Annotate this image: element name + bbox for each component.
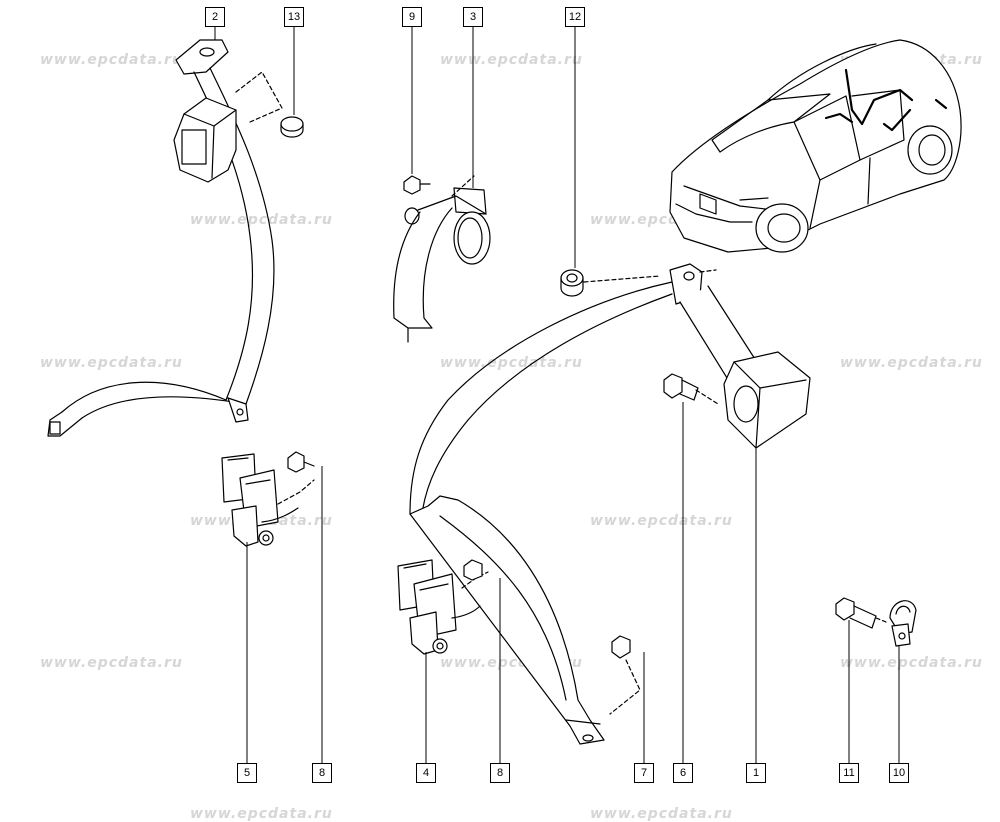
watermark: www.epcdata.ru <box>840 655 983 671</box>
callout-13: 13 <box>284 7 304 27</box>
watermark: www.epcdata.ru <box>190 806 333 822</box>
seat-belt-reel-3-drawing <box>393 175 491 343</box>
watermark: www.epcdata.ru <box>190 212 333 228</box>
callout-6: 6 <box>673 763 693 783</box>
bolt-8-center-drawing <box>463 559 483 581</box>
callout-11: 11 <box>839 763 859 783</box>
callout-12: 12 <box>565 7 585 27</box>
watermark: www.epcdata.ru <box>440 355 583 371</box>
watermark: www.epcdata.ru <box>440 52 583 68</box>
watermark: www.epcdata.ru <box>40 655 183 671</box>
callout-9: 9 <box>402 7 422 27</box>
buckle-5-drawing <box>221 453 315 547</box>
bolt-7-drawing <box>611 635 631 659</box>
callout-7: 7 <box>634 763 654 783</box>
callout-5: 5 <box>237 763 257 783</box>
car-overview-drawing <box>669 39 962 253</box>
watermark: www.epcdata.ru <box>590 513 733 529</box>
rear-seat-belt-1-drawing <box>409 263 811 745</box>
watermark: www.epcdata.ru <box>590 806 733 822</box>
cap-13-drawing <box>280 116 304 138</box>
callout-1: 1 <box>746 763 766 783</box>
callout-2: 2 <box>205 7 225 27</box>
bolt-11-drawing <box>835 597 887 629</box>
watermark: www.epcdata.ru <box>40 355 183 371</box>
bracket-10-drawing <box>889 600 917 647</box>
callout-10: 10 <box>889 763 909 783</box>
buckle-4-drawing <box>397 559 489 655</box>
grommet-12-drawing <box>560 269 661 297</box>
callout-4: 4 <box>416 763 436 783</box>
callout-8-left: 8 <box>312 763 332 783</box>
bolt-8-left-drawing <box>287 451 315 473</box>
bolt-6-drawing <box>663 373 719 405</box>
front-seat-belt-left-drawing <box>47 39 283 437</box>
bolt-9-drawing <box>403 175 431 195</box>
callout-3: 3 <box>463 7 483 27</box>
watermark: www.epcdata.ru <box>840 355 983 371</box>
callout-8-center: 8 <box>490 763 510 783</box>
watermark: www.epcdata.ru <box>40 52 183 68</box>
